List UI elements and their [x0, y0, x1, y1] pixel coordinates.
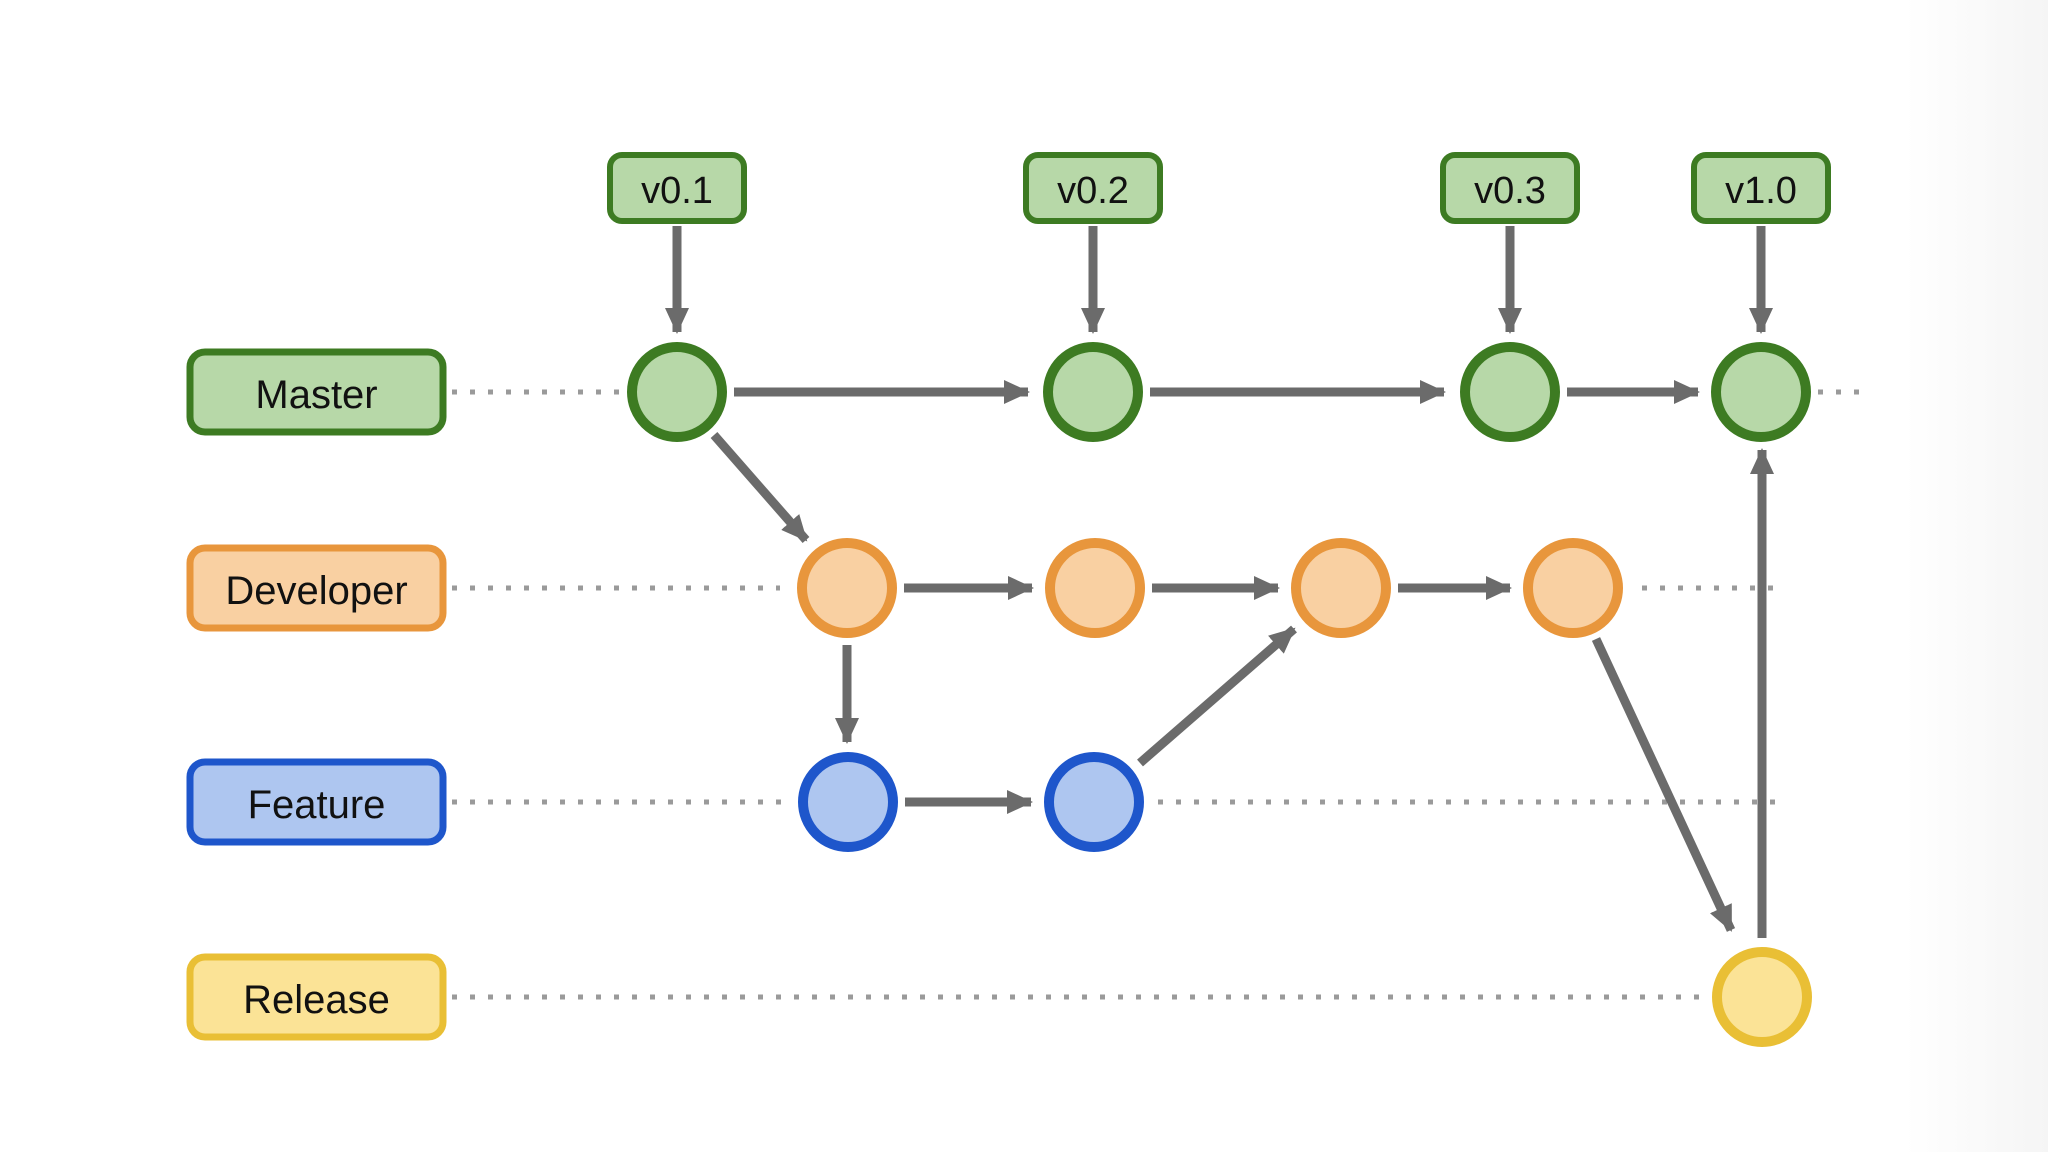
commit-nodes — [627, 342, 1812, 1047]
version-tag-text-v0.1: v0.1 — [641, 170, 713, 212]
developer-commit-2-node — [1045, 538, 1145, 638]
commit-flow-arrows — [665, 226, 1774, 938]
master-commit-4-node — [1711, 342, 1811, 442]
arrow-developer4-to-release — [1591, 637, 1736, 932]
branch-label-text-feature: Feature — [248, 783, 386, 827]
branch-label-master: Master — [186, 348, 447, 436]
branch-label-feature: Feature — [186, 758, 447, 846]
branch-label-release: Release — [186, 953, 447, 1041]
branch-label-box-developer — [186, 544, 447, 632]
version-tag-v0.3: v0.3 — [1440, 152, 1580, 224]
feature-commit-2-node — [1044, 752, 1144, 852]
version-tag-v0.1: v0.1 — [607, 152, 747, 224]
branch-label-text-master: Master — [255, 373, 377, 417]
branch-timeline-dotted-lines — [452, 389, 1866, 1000]
feature-commit-1-node — [798, 752, 898, 852]
version-tag-box-v1.0 — [1691, 152, 1831, 224]
version-tag-box-v0.3 — [1440, 152, 1580, 224]
branch-label-developer: Developer — [186, 544, 447, 632]
release-commit-1-node — [1712, 947, 1812, 1047]
developer-commit-4-node — [1523, 538, 1623, 638]
version-tag-v0.2: v0.2 — [1023, 152, 1163, 224]
version-tags: v0.1 v0.2 v0.3 v1.0 — [607, 152, 1831, 224]
master-commit-2-node — [1043, 342, 1143, 442]
version-tag-text-v1.0: v1.0 — [1725, 170, 1797, 212]
developer-commit-1-node — [797, 538, 897, 638]
arrow-master1-to-developer1 — [710, 432, 810, 543]
branch-label-box-feature — [186, 758, 447, 846]
version-tag-v1.0: v1.0 — [1691, 152, 1831, 224]
version-tag-text-v0.3: v0.3 — [1474, 170, 1546, 212]
branch-label-text-release: Release — [243, 978, 390, 1022]
version-tag-box-v0.2 — [1023, 152, 1163, 224]
master-commit-3-node — [1460, 342, 1560, 442]
master-commit-1-node — [627, 342, 727, 442]
branch-label-box-master — [186, 348, 447, 436]
branch-label-text-developer: Developer — [225, 569, 407, 613]
developer-commit-3-node — [1291, 538, 1391, 638]
arrow-feature2-to-developer3 — [1137, 625, 1297, 767]
version-tag-text-v0.2: v0.2 — [1057, 170, 1129, 212]
version-tag-box-v0.1 — [607, 152, 747, 224]
branch-label-box-release — [186, 953, 447, 1041]
